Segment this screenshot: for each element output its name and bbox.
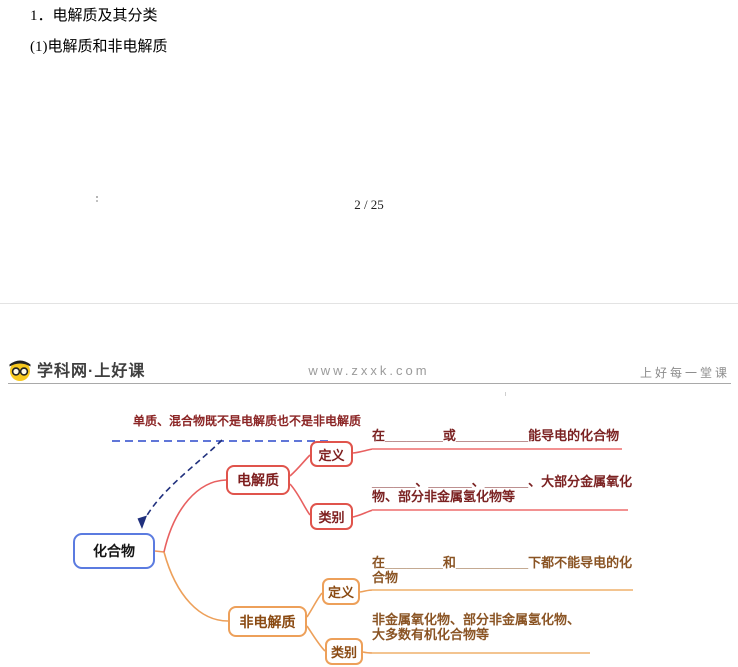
page-number: 2 / 25 xyxy=(354,197,384,212)
brand-name: 学科网·上好课 xyxy=(37,363,146,380)
text-line: 大多数有机化合物等 xyxy=(372,627,490,642)
electrolyte-category-text: ______、______、______、大部分金属氧化 物、部分非金属氢化物等 xyxy=(372,474,632,504)
owl-logo-icon xyxy=(9,360,31,381)
node-electrolyte-category: 类别 xyxy=(310,503,353,530)
node-non-electrolyte-definition: 定义 xyxy=(322,578,360,605)
node-non-electrolyte-category: 类别 xyxy=(325,638,363,665)
text-line: ______、______、______、大部分金属氧化 xyxy=(372,474,633,489)
text-line: 物、部分非金属氢化物等 xyxy=(372,489,516,504)
site-url: www.zxxk.com xyxy=(308,363,430,378)
section-title: 1．电解质及其分类 xyxy=(30,8,158,24)
text-line: 合物 xyxy=(372,570,399,585)
print-artifact xyxy=(505,392,506,396)
site-brand: 学科网·上好课 xyxy=(7,356,145,382)
electrolyte-definition-text: 在________或__________能导电的化合物 xyxy=(372,428,619,443)
header-divider xyxy=(8,383,731,384)
text-line: 非金属氧化物、部分非金属氢化物、 xyxy=(372,612,581,627)
node-electrolyte: 电解质 xyxy=(226,465,290,495)
node-non-electrolyte: 非电解质 xyxy=(228,606,307,637)
non-electrolyte-category-text: 非金属氧化物、部分非金属氢化物、 大多数有机化合物等 xyxy=(372,612,580,642)
text-line: 在________或__________能导电的化合物 xyxy=(372,428,620,443)
annotation-note: 单质、混合物既不是电解质也不是非电解质 xyxy=(133,414,362,428)
node-compound: 化合物 xyxy=(73,533,155,569)
site-slogan: 上好每一堂课 xyxy=(639,366,730,380)
non-electrolyte-definition-text: 在________和__________下都不能导电的化 合物 xyxy=(372,555,632,585)
text-line: 在________和__________下都不能导电的化 xyxy=(372,555,633,570)
print-artifact xyxy=(96,196,98,198)
node-electrolyte-definition: 定义 xyxy=(310,441,353,467)
subsection-title: (1)电解质和非电解质 xyxy=(30,39,168,55)
page-separator-line xyxy=(0,303,738,304)
